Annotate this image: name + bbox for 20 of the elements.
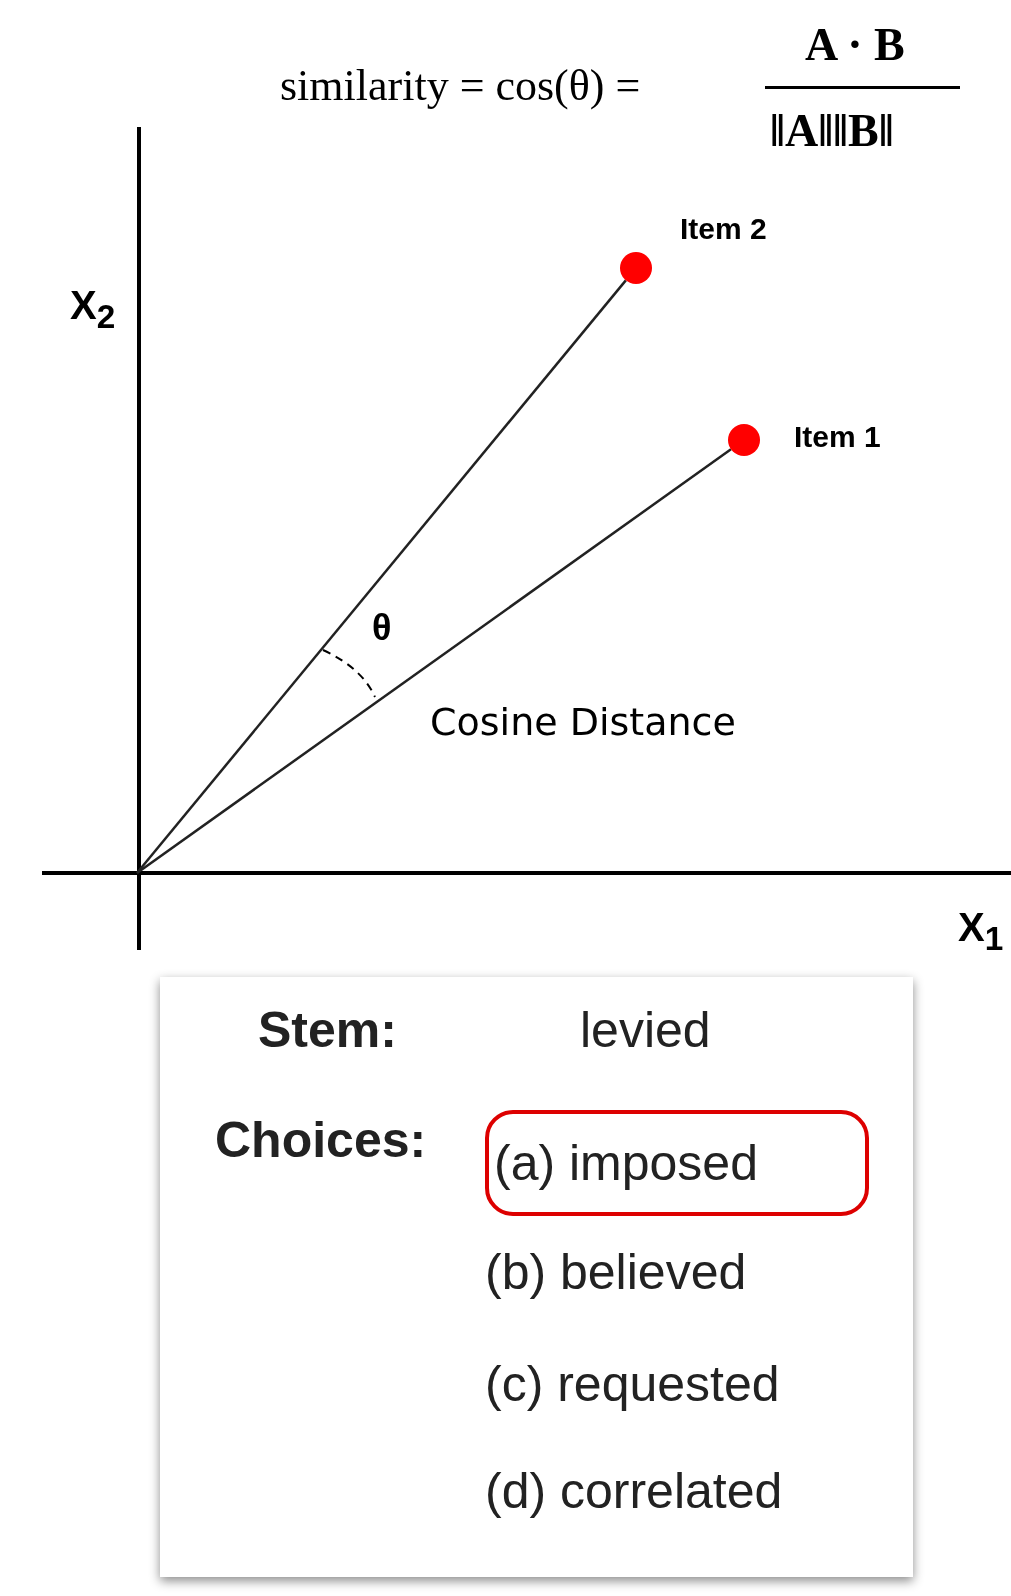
formula-text: similarity = cos(θ) = — [280, 60, 641, 111]
highlight-outline — [485, 1110, 869, 1216]
axis-label: X$_{1}$ — [958, 905, 1004, 958]
stem-label: Stem: — [258, 1001, 397, 1059]
formula-denominator: ‖A‖‖B‖ — [770, 104, 894, 157]
choice-text: (b) believed — [485, 1243, 747, 1301]
choices-label: Choices: — [215, 1111, 427, 1169]
stem-word: levied — [580, 1001, 711, 1059]
item-label: Item 1 — [794, 420, 881, 454]
axis-label: X$_{2}$ — [70, 283, 116, 336]
question-card — [160, 977, 913, 1577]
choice-text: (d) correlated — [485, 1462, 783, 1520]
annotation-text: Cosine Distance — [430, 700, 736, 744]
formula-numerator: A · B — [805, 18, 905, 71]
angle-label: θ — [372, 607, 392, 649]
point-marker — [728, 424, 760, 456]
choice-text: (c) requested — [485, 1355, 780, 1413]
choice-text: (a) imposed — [494, 1134, 758, 1192]
item-label: Item 2 — [680, 212, 767, 246]
point-marker — [620, 252, 652, 284]
